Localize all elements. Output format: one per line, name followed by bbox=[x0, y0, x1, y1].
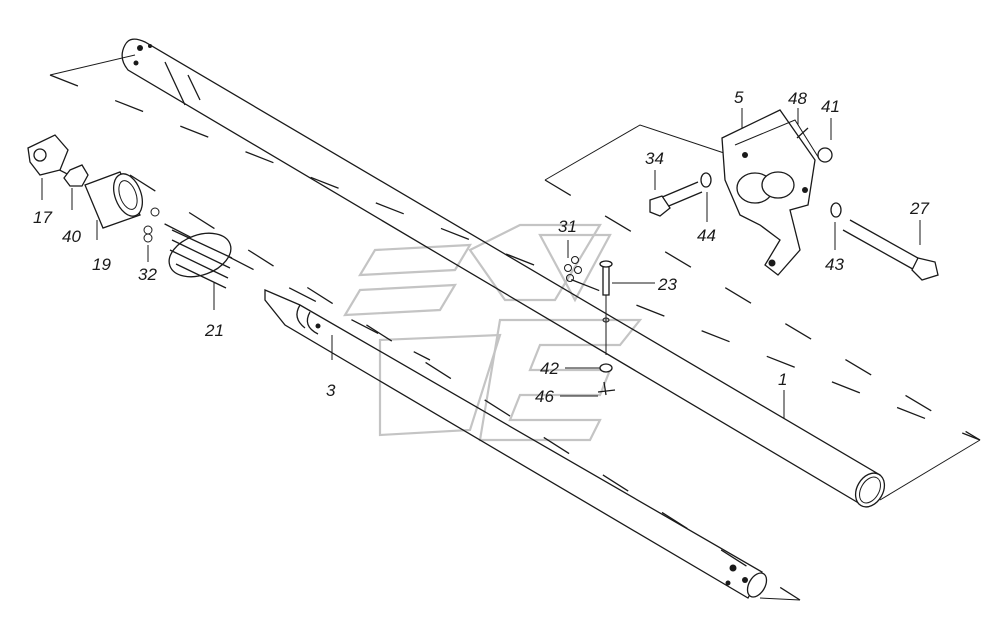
spring bbox=[168, 229, 233, 289]
main-tube bbox=[121, 38, 886, 508]
callout-42: 42 bbox=[540, 359, 559, 378]
callout-32: 32 bbox=[138, 265, 157, 284]
callout-40: 40 bbox=[62, 227, 81, 246]
pin-48 bbox=[796, 127, 809, 139]
bracket bbox=[721, 109, 833, 276]
balls-31 bbox=[564, 256, 582, 282]
callout-3: 3 bbox=[326, 381, 336, 400]
callout-46: 46 bbox=[535, 387, 554, 406]
callout-43: 43 bbox=[825, 255, 844, 274]
watermark-logo bbox=[342, 223, 643, 442]
callout-5: 5 bbox=[734, 88, 744, 107]
washer-43 bbox=[830, 202, 842, 218]
callout-41: 41 bbox=[821, 97, 840, 116]
callout-44: 44 bbox=[697, 226, 716, 245]
callout-1: 1 bbox=[778, 370, 787, 389]
balls-32 bbox=[143, 207, 160, 243]
callout-17: 17 bbox=[33, 208, 52, 227]
axis-lines bbox=[39, 54, 981, 601]
long-bolt bbox=[842, 219, 939, 281]
inner-shaft bbox=[264, 289, 768, 599]
leader-lines bbox=[41, 108, 921, 418]
short-bolt bbox=[649, 181, 703, 217]
callout-23: 23 bbox=[657, 275, 677, 294]
callout-34: 34 bbox=[645, 149, 664, 168]
callout-31: 31 bbox=[558, 217, 577, 236]
callout-21: 21 bbox=[204, 321, 224, 340]
bushing bbox=[84, 171, 143, 229]
callout-48: 48 bbox=[788, 89, 807, 108]
clamp bbox=[27, 134, 69, 176]
callout-labels: 1 3 5 17 19 21 23 27 31 32 34 40 41 42 4… bbox=[33, 88, 929, 406]
nut-40 bbox=[63, 164, 89, 187]
pin-assembly bbox=[597, 260, 616, 396]
washer-44 bbox=[700, 172, 712, 188]
callout-27: 27 bbox=[909, 199, 929, 218]
callout-19: 19 bbox=[92, 255, 111, 274]
